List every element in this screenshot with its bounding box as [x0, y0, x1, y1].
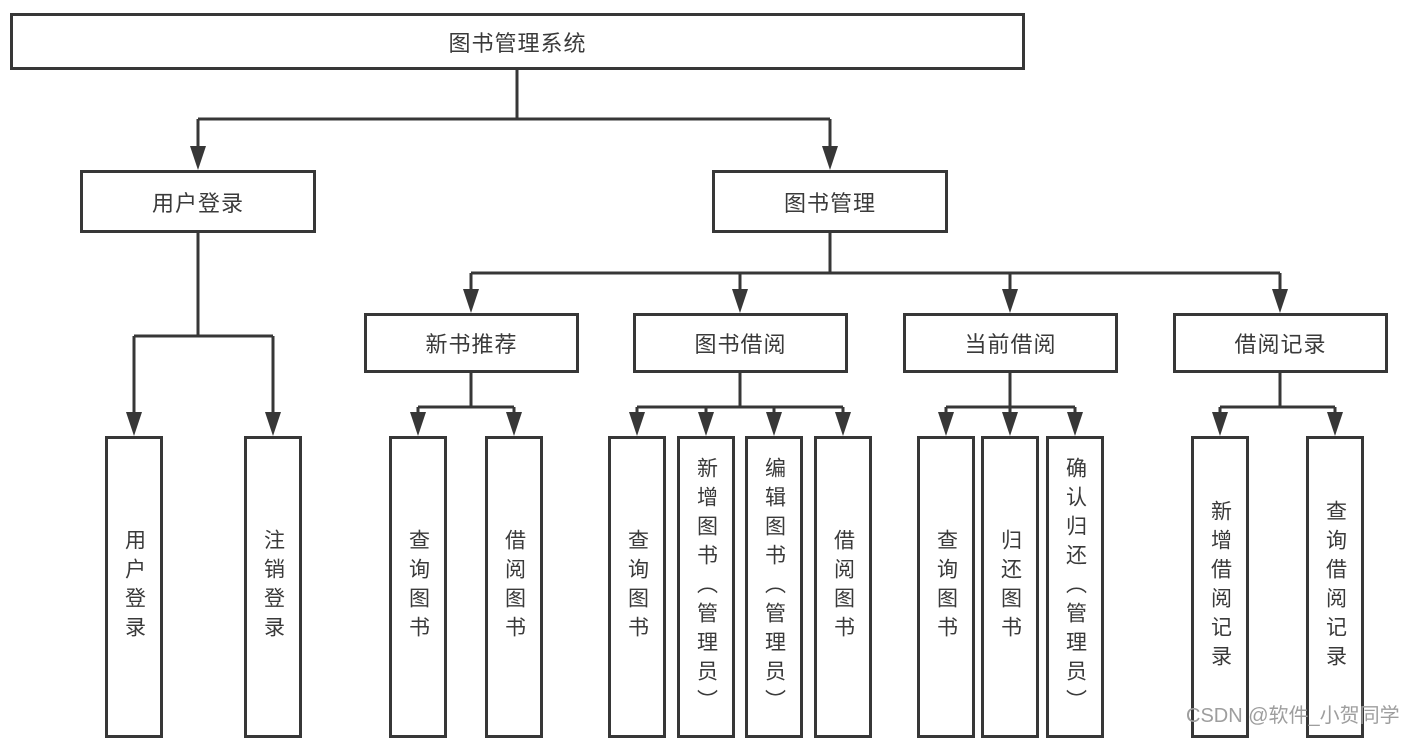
leaf-confirm-return-admin-label: 确认归还（管理员） [1063, 456, 1087, 718]
node-book-borrow: 图书借阅 [633, 313, 848, 373]
leaf-query-books-2-label: 查询图书 [625, 529, 649, 645]
leaf-query-books-1: 查询图书 [389, 436, 447, 738]
csdn-watermark: CSDN @软件_小贺同学 [1186, 705, 1400, 727]
node-current-borrow: 当前借阅 [903, 313, 1118, 373]
leaf-add-books-admin-label: 新增图书（管理员） [694, 456, 718, 718]
node-book-borrow-label: 图书借阅 [694, 332, 787, 357]
leaf-query-books-3-label: 查询图书 [934, 529, 958, 645]
leaf-confirm-return-admin: 确认归还（管理员） [1046, 436, 1104, 738]
leaf-borrow-books-1-label: 借阅图书 [502, 529, 526, 645]
leaf-query-borrow-record-label: 查询借阅记录 [1323, 500, 1347, 674]
node-borrow-records-label: 借阅记录 [1234, 332, 1327, 357]
leaf-borrow-books-2-label: 借阅图书 [831, 529, 855, 645]
node-new-book-recommend-label: 新书推荐 [425, 332, 518, 357]
leaf-query-borrow-record: 查询借阅记录 [1306, 436, 1364, 738]
leaf-user-login: 用户登录 [105, 436, 163, 738]
leaf-add-books-admin: 新增图书（管理员） [677, 436, 735, 738]
leaf-borrow-books-1: 借阅图书 [485, 436, 543, 738]
node-user-login-label: 用户登录 [151, 190, 244, 216]
node-root-label: 图书管理系统 [448, 30, 587, 56]
arrowheads [126, 146, 1343, 436]
leaf-query-books-3: 查询图书 [917, 436, 975, 738]
node-current-borrow-label: 当前借阅 [964, 332, 1057, 357]
tree-edges [132, 70, 1337, 414]
leaf-borrow-books-2: 借阅图书 [814, 436, 872, 738]
node-borrow-records: 借阅记录 [1173, 313, 1388, 373]
node-root: 图书管理系统 [10, 13, 1025, 70]
leaf-add-borrow-record-label: 新增借阅记录 [1208, 500, 1232, 674]
leaf-return-books-label: 归还图书 [998, 529, 1022, 645]
node-new-book-recommend: 新书推荐 [364, 313, 579, 373]
leaf-query-books-1-label: 查询图书 [406, 529, 430, 645]
node-book-management-label: 图书管理 [783, 190, 876, 216]
leaf-user-login-label: 用户登录 [122, 529, 146, 645]
leaf-return-books: 归还图书 [981, 436, 1039, 738]
leaf-logout: 注销登录 [244, 436, 302, 738]
leaf-logout-label: 注销登录 [261, 529, 285, 645]
leaf-query-books-2: 查询图书 [608, 436, 666, 738]
leaf-edit-books-admin: 编辑图书（管理员） [745, 436, 803, 738]
node-user-login: 用户登录 [80, 170, 316, 233]
leaf-add-borrow-record: 新增借阅记录 [1191, 436, 1249, 738]
leaf-edit-books-admin-label: 编辑图书（管理员） [762, 456, 786, 718]
node-book-management: 图书管理 [712, 170, 948, 233]
